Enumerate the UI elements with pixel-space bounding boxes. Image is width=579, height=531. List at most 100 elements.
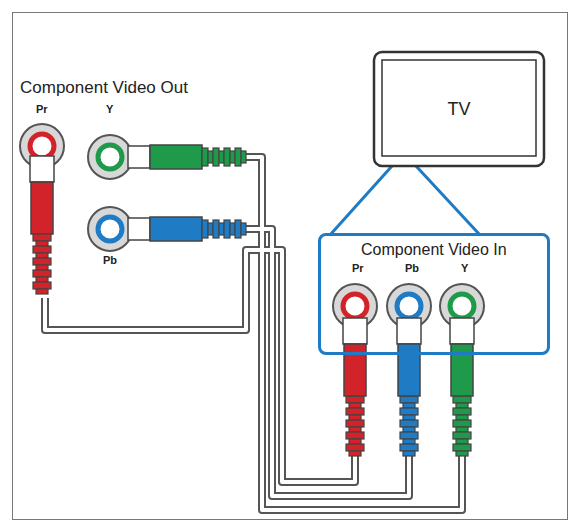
plug-ridge <box>33 246 51 253</box>
plug-ridge <box>33 270 51 277</box>
plug-ridge <box>456 439 468 444</box>
plug-ridge <box>403 403 415 408</box>
cables <box>45 157 462 510</box>
cable <box>245 229 409 496</box>
plug-ridge <box>202 148 208 166</box>
plug-ridge <box>349 451 361 456</box>
plug-ridge <box>400 408 418 415</box>
plug-ridge <box>346 444 364 451</box>
callout-line <box>330 166 392 235</box>
plug-ridge <box>403 415 415 420</box>
plug-ridge <box>33 234 51 241</box>
plug-body <box>451 344 473 396</box>
signal-label: Pb <box>103 254 117 266</box>
plug-ridge <box>36 289 48 294</box>
input-plugs <box>343 318 474 396</box>
jack-ring <box>397 294 421 318</box>
plug-body <box>398 344 420 396</box>
tv-bezel <box>374 52 544 166</box>
plug-ridge <box>403 427 415 432</box>
plug-ridge <box>213 220 219 238</box>
plug-ridge <box>346 432 364 439</box>
cable <box>45 250 355 482</box>
plug-ridge <box>400 444 418 451</box>
plug-ridge <box>453 420 471 427</box>
tv-screen <box>382 60 536 156</box>
signal-label: Pb <box>405 262 419 274</box>
plug-ridge <box>36 241 48 246</box>
signal-label: Pr <box>352 262 364 274</box>
jack <box>88 135 132 179</box>
cable <box>245 229 409 496</box>
cable <box>45 250 355 482</box>
plug-ridges <box>33 148 471 456</box>
plug-ridge <box>349 439 361 444</box>
plug-collar <box>30 156 54 182</box>
signal-label: Y <box>461 262 468 274</box>
tv-label: TV <box>447 99 470 120</box>
output-plugs <box>30 145 202 241</box>
plug-ridge <box>208 223 213 235</box>
plug-body <box>344 344 366 396</box>
cable <box>245 157 462 510</box>
plug-ridge <box>36 253 48 258</box>
plug-collar <box>343 318 367 344</box>
plug-ridge <box>346 396 364 403</box>
plug-ridge <box>224 220 230 238</box>
plug-ridge <box>453 444 471 451</box>
jack-ring <box>98 145 122 169</box>
plug-collar <box>450 318 474 344</box>
plug-ridge <box>456 415 468 420</box>
callout-line <box>416 166 480 235</box>
jack-ring <box>98 217 122 241</box>
plug-ridge <box>346 420 364 427</box>
plug-ridge <box>33 282 51 289</box>
jack-ring <box>343 294 367 318</box>
plug-ridge <box>349 415 361 420</box>
plug-ridge <box>33 258 51 265</box>
plug-ridge <box>36 265 48 270</box>
plug-ridge <box>235 148 241 166</box>
plug-ridge <box>403 451 415 456</box>
plug-ridge <box>400 420 418 427</box>
plug-ridge <box>349 403 361 408</box>
signal-label: Y <box>106 103 113 115</box>
plug-ridge <box>202 220 208 238</box>
plug-body <box>31 182 53 234</box>
tv-box: TV <box>372 50 546 168</box>
output-jacks <box>20 124 132 251</box>
plug-ridge <box>230 151 235 163</box>
plug-ridge <box>403 439 415 444</box>
jack-ring <box>30 134 54 158</box>
plug-ridge <box>213 148 219 166</box>
plug-body <box>150 145 202 169</box>
plug-ridge <box>346 408 364 415</box>
plug-ridge <box>235 220 241 238</box>
panel-title: Component Video In <box>361 241 507 259</box>
plug-ridge <box>208 151 213 163</box>
plug-collar <box>128 146 150 168</box>
plug-ridge <box>456 427 468 432</box>
plug-ridge <box>224 148 230 166</box>
plug-body <box>150 217 202 241</box>
plug-ridge <box>241 151 246 163</box>
plug-collar <box>397 318 421 344</box>
plug-ridge <box>453 396 471 403</box>
plug-ridge <box>453 408 471 415</box>
plug-ridge <box>219 151 224 163</box>
plug-ridge <box>349 427 361 432</box>
plug-ridge <box>456 451 468 456</box>
jack <box>88 207 132 251</box>
plug-ridge <box>400 432 418 439</box>
plug-ridge <box>400 396 418 403</box>
plug-ridge <box>36 277 48 282</box>
jack-ring <box>450 294 474 318</box>
plug-ridge <box>241 223 246 235</box>
plug-ridge <box>453 432 471 439</box>
plug-ridge <box>230 223 235 235</box>
plug-ridge <box>219 223 224 235</box>
plug-collar <box>128 218 150 240</box>
callout-wedge <box>322 166 482 235</box>
connector-panel: Component Video In Pr Pb Y <box>318 233 550 355</box>
